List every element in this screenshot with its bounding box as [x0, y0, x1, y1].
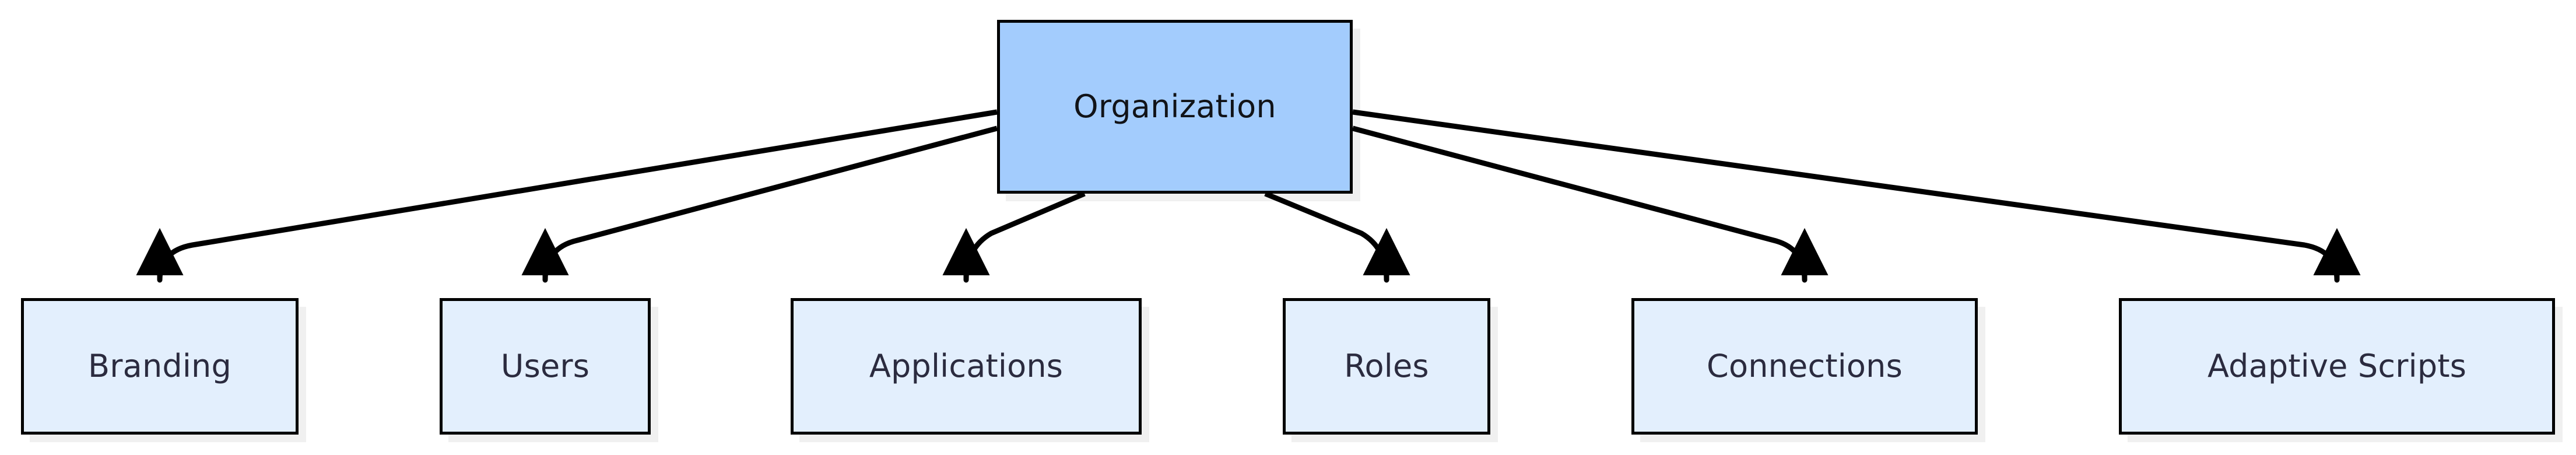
node-connections[interactable]: Connections [1631, 298, 1978, 435]
edge-organization-adaptive-scripts [1352, 109, 2361, 283]
node-branding-label: Branding [88, 348, 231, 384]
edge-organization-roles [1264, 191, 1410, 283]
edge-organization-connections [1352, 125, 1829, 283]
node-users[interactable]: Users [440, 298, 651, 435]
edge-organization-users [521, 125, 998, 283]
node-roles[interactable]: Roles [1283, 298, 1490, 435]
node-adaptive-scripts[interactable]: Adaptive Scripts [2119, 298, 2555, 435]
node-applications[interactable]: Applications [791, 298, 1142, 435]
node-roles-label: Roles [1344, 348, 1429, 384]
edge-organization-branding [136, 109, 998, 283]
node-adaptive-scripts-label: Adaptive Scripts [2207, 348, 2467, 384]
node-connections-label: Connections [1707, 348, 1903, 384]
node-users-label: Users [500, 348, 590, 384]
edge-organization-applications [942, 191, 1086, 283]
node-organization-label: Organization [1073, 88, 1276, 125]
node-applications-label: Applications [869, 348, 1064, 384]
node-branding[interactable]: Branding [21, 298, 299, 435]
node-organization[interactable]: Organization [997, 20, 1353, 194]
